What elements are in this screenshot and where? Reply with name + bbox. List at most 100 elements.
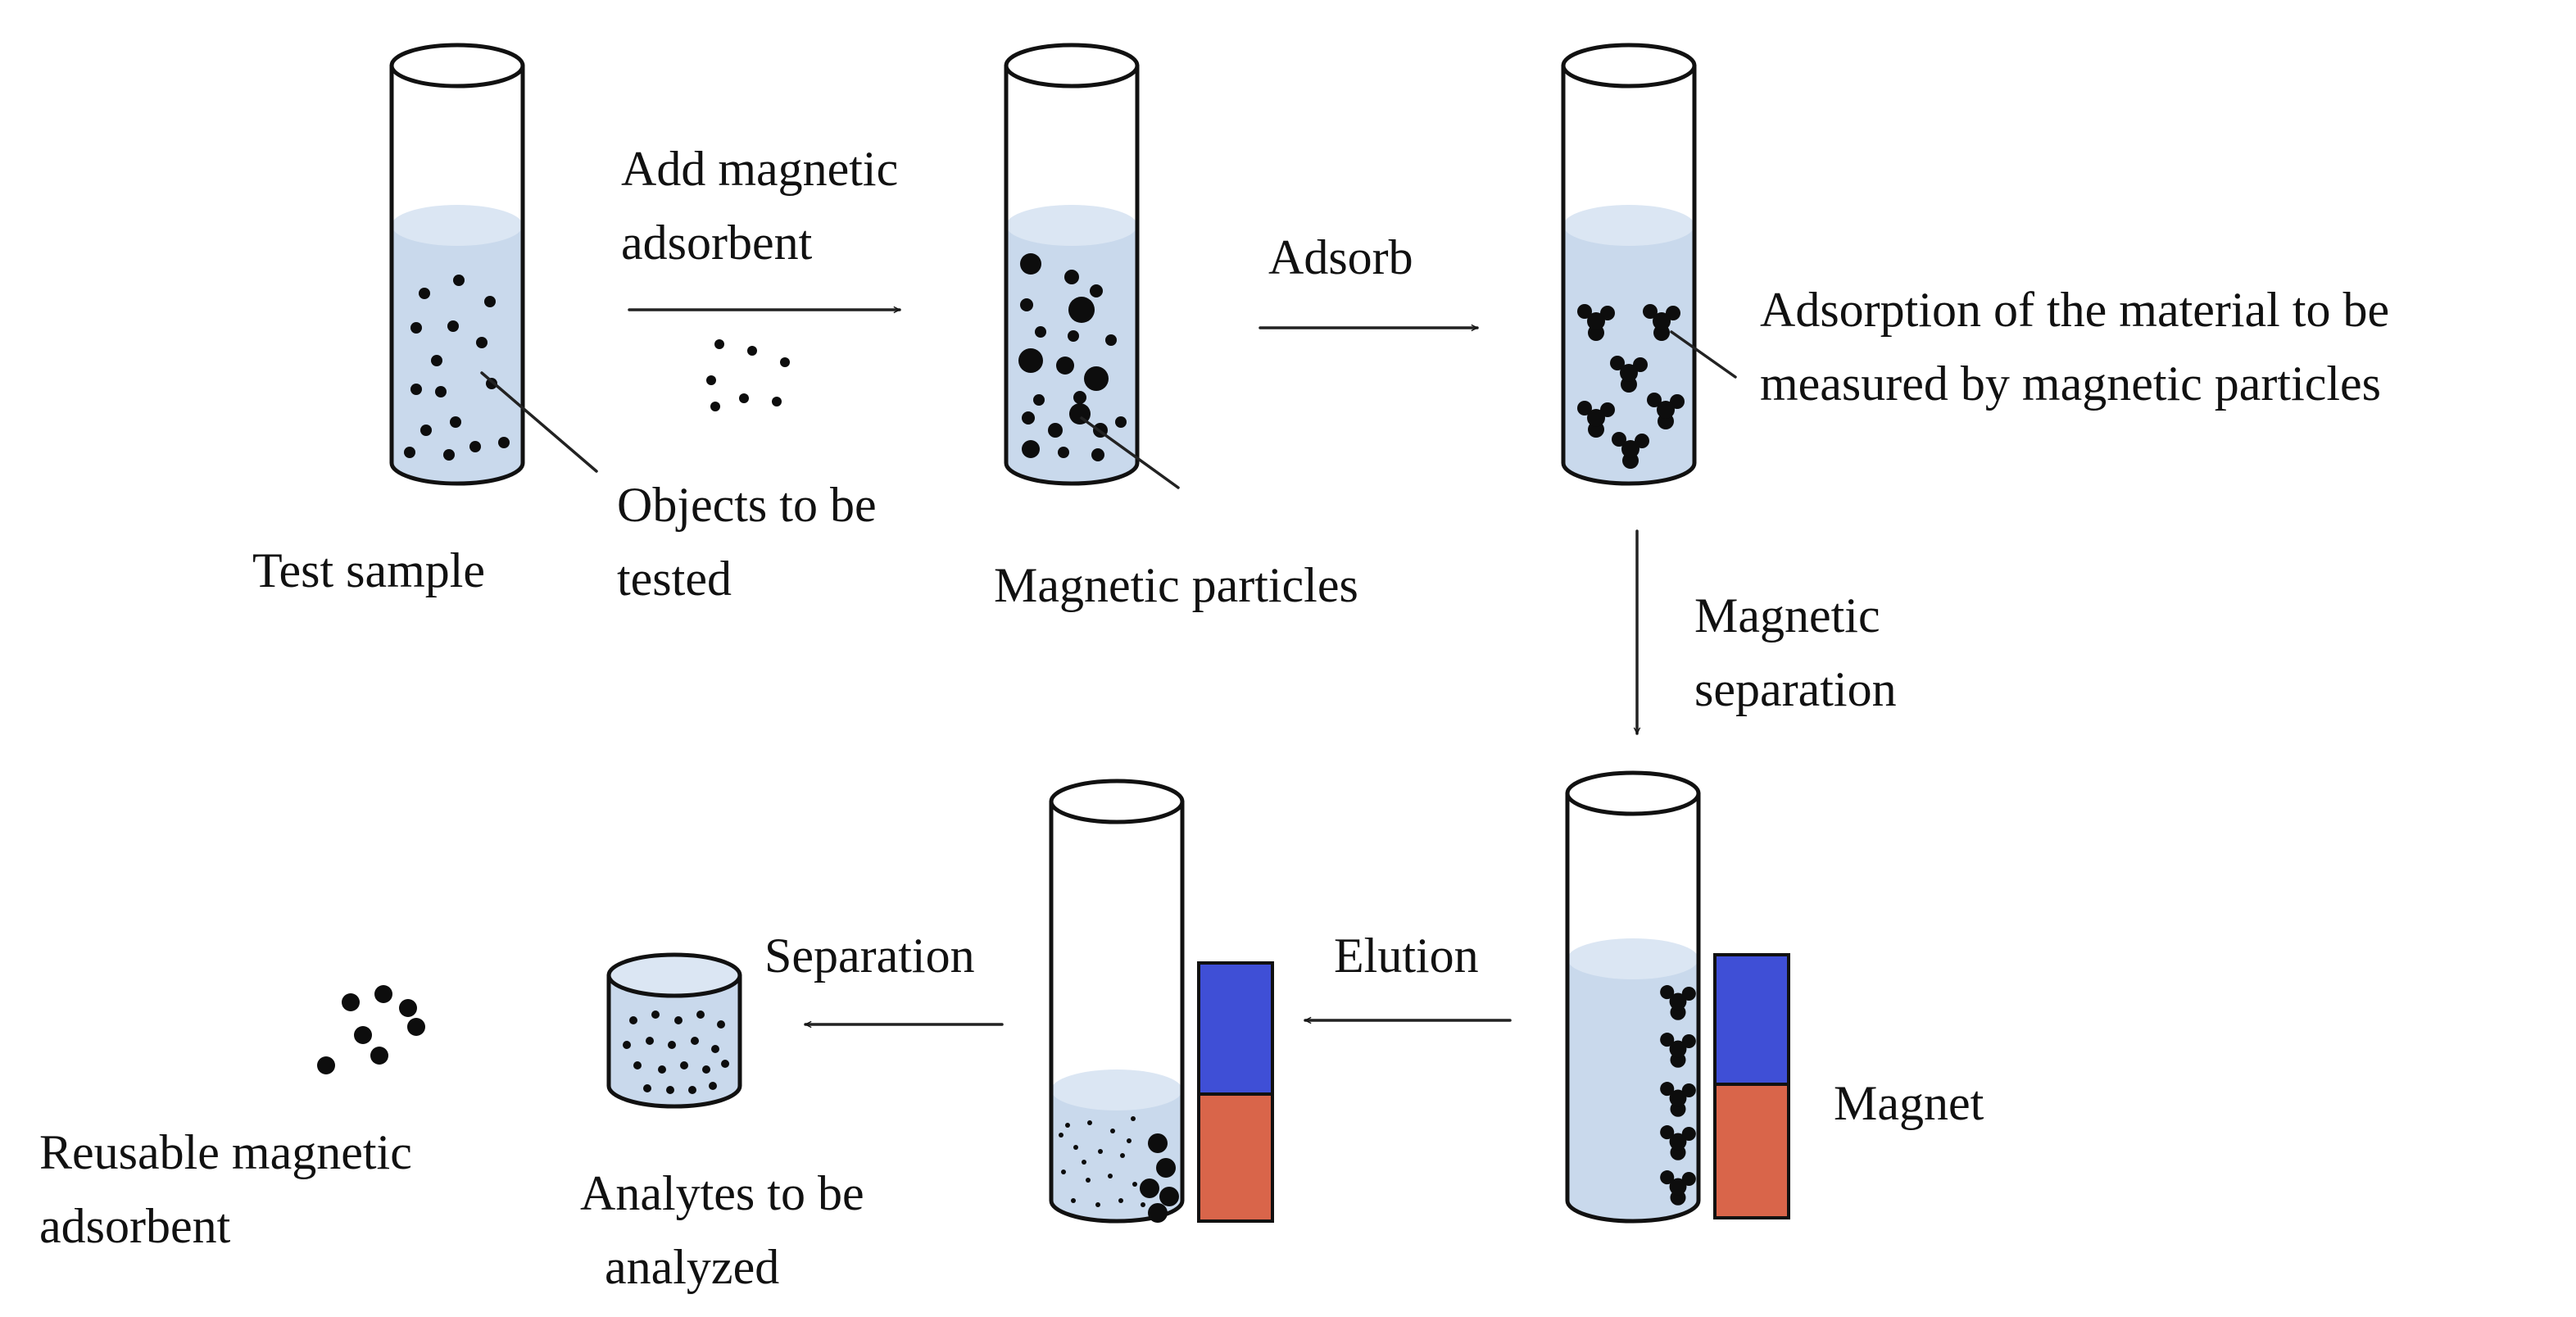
analyte-dot	[623, 1041, 631, 1049]
reusable-particle	[317, 1056, 335, 1074]
test-tube-with-particles	[1004, 43, 1140, 486]
analyte-dot	[1073, 1145, 1078, 1150]
magnetic-particles-label: Magnetic particles	[994, 558, 1358, 612]
reusable-particle	[354, 1026, 372, 1044]
reusable-particle	[407, 1018, 425, 1036]
analyte-dot	[629, 1016, 637, 1024]
adsorption-pointer-line	[1670, 330, 1737, 379]
adsorbed-cluster	[1610, 356, 1648, 393]
adsorbent-dot	[780, 357, 790, 367]
particle-dot	[1073, 391, 1086, 404]
particle-dot	[1058, 447, 1069, 458]
step-magnetic-separation-line2: separation	[1694, 662, 1897, 716]
analyte-beaker	[606, 952, 742, 1109]
analyte-dot	[1118, 1198, 1123, 1203]
particle-dot	[1033, 394, 1045, 406]
object-dot	[498, 437, 510, 448]
particle-dot	[1140, 1178, 1159, 1198]
object-dot	[410, 384, 422, 395]
object-dot	[419, 288, 430, 299]
adsorbed-cluster	[1660, 1125, 1696, 1160]
analyte-dot	[721, 1060, 729, 1068]
object-dot	[453, 275, 465, 286]
adsorbed-cluster	[1660, 1170, 1696, 1206]
objects-tested-line1: Objects to be	[617, 478, 877, 532]
analyte-dot	[1061, 1169, 1066, 1174]
particle-dot	[1090, 284, 1103, 297]
object-dot	[443, 449, 455, 461]
object-dot	[404, 447, 415, 458]
analyte-dot	[1095, 1202, 1100, 1207]
added-adsorbent-dots	[706, 339, 790, 411]
particles-pointer-line	[1080, 416, 1180, 489]
analyte-dot	[646, 1037, 654, 1045]
reusable-particle	[399, 999, 417, 1017]
analyte-dot	[696, 1010, 705, 1019]
particle-dot	[1115, 416, 1127, 428]
adsorbed-cluster	[1660, 1082, 1696, 1117]
adsorbed-cluster	[1643, 304, 1680, 341]
adsorbent-dot	[714, 339, 724, 349]
object-dot	[450, 416, 461, 428]
object-dot	[484, 296, 496, 307]
analyte-dot	[643, 1084, 651, 1092]
analyte-dot	[668, 1041, 676, 1049]
adsorbed-cluster	[1660, 985, 1696, 1020]
adsorbed-cluster	[1612, 432, 1649, 469]
test-sample-label: Test sample	[252, 543, 486, 597]
test-tube-eluted	[1049, 779, 1185, 1224]
liquid-surface	[392, 205, 523, 246]
step-magnetic-separation-line1: Magnetic	[1694, 588, 1880, 643]
reusable-adsorbent-dots	[317, 985, 425, 1074]
particle-dot	[1068, 297, 1095, 323]
object-dot	[469, 441, 481, 452]
analyte-dot	[1120, 1153, 1125, 1158]
particle-dot	[1018, 348, 1043, 373]
adsorption-label-line1: Adsorption of the material to be	[1760, 283, 2390, 337]
objects-tested-line2: tested	[617, 552, 732, 606]
reusable-adsorbent-line2: adsorbent	[39, 1199, 231, 1253]
object-dot	[476, 337, 488, 348]
particle-dot	[1064, 270, 1079, 284]
analyte-dot	[633, 1061, 642, 1069]
adsorption-label-line2: measured by magnetic particles	[1760, 356, 2382, 411]
analyte-dot	[1110, 1129, 1115, 1133]
analytes-label-line1: Analytes to be	[580, 1166, 864, 1220]
analyte-dot	[680, 1061, 688, 1069]
reusable-particle	[374, 985, 392, 1003]
particle-dot	[1148, 1203, 1168, 1223]
adsorbent-dot	[706, 375, 716, 385]
adsorbent-dot	[739, 393, 749, 403]
magnet-label: Magnet	[1834, 1076, 1984, 1130]
particle-dot	[1148, 1133, 1168, 1153]
analyte-dot	[651, 1010, 660, 1019]
reusable-particle	[370, 1047, 388, 1065]
analyte-dot	[1132, 1182, 1137, 1187]
particle-dot	[1084, 366, 1109, 391]
particle-dot	[1091, 448, 1104, 461]
object-dot	[435, 386, 447, 397]
analyte-dot	[674, 1016, 683, 1024]
analytes-label-line2: analyzed	[605, 1240, 780, 1294]
adsorbent-dot	[710, 402, 720, 411]
sample-object-dots	[404, 275, 510, 461]
analyte-dot	[1082, 1160, 1086, 1165]
analyte-dot	[1131, 1116, 1136, 1121]
magnet-left	[1197, 961, 1274, 1223]
reusable-adsorbent-line1: Reusable magnetic	[39, 1125, 412, 1179]
particle-dot	[1159, 1187, 1179, 1206]
particle-dot	[1105, 334, 1117, 346]
analyte-dots	[623, 1010, 729, 1094]
particle-dot	[1022, 440, 1040, 458]
test-tube-adsorbed	[1561, 43, 1697, 486]
analyte-dot	[691, 1037, 699, 1045]
analyte-dot	[1127, 1138, 1132, 1143]
particle-dot	[1022, 411, 1035, 425]
particle-dot	[1056, 356, 1074, 375]
analyte-dot	[658, 1065, 666, 1074]
object-dot	[420, 425, 432, 436]
adsorbed-cluster	[1577, 401, 1615, 438]
analyte-dot	[711, 1045, 719, 1053]
